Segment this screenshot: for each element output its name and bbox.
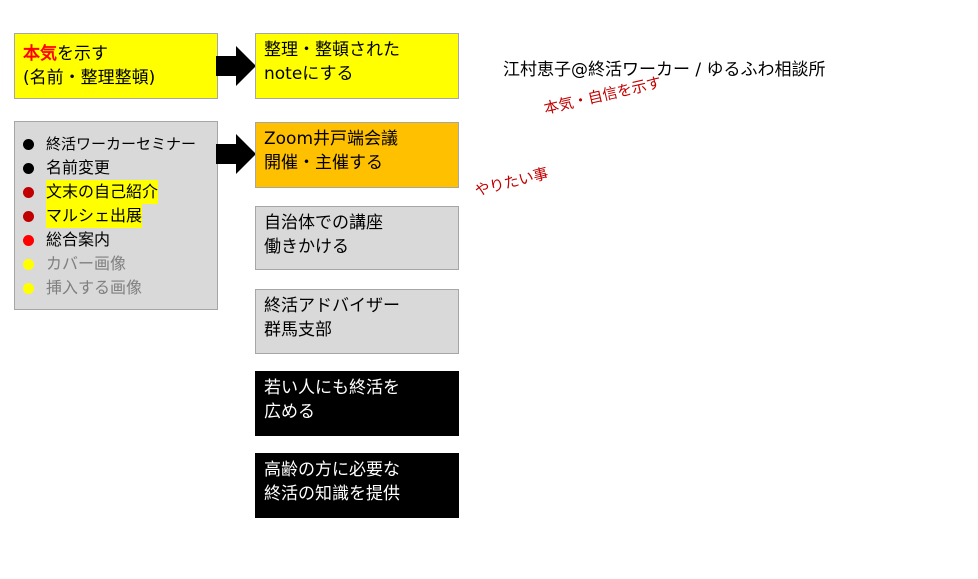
box-line-1: 高齢の方に必要な (264, 460, 400, 480)
goal-box-show-commitment: 本気を示す (名前・整理整頓) (14, 33, 218, 99)
checklist-item-label: 文末の自己紹介 (46, 180, 159, 204)
checklist-item-label: 挿入する画像 (46, 278, 143, 297)
bullet-dot-icon (23, 162, 34, 174)
box-line-1: 整理・整頓された (264, 40, 400, 60)
checklist-item: 総合案内 (23, 228, 209, 252)
box-line-1: 自治体での講座 (264, 213, 383, 233)
checklist-item: 名前変更 (23, 156, 209, 180)
author-title: 江村恵子@終活ワーカー / ゆるふわ相談所 (503, 60, 826, 80)
right-arrow-icon (216, 134, 256, 174)
right-arrow-icon (216, 46, 256, 86)
box-line-2: 群馬支部 (264, 320, 332, 340)
goal-line-1: 本気を示す (23, 42, 209, 66)
checklist-item-label: 総合案内 (46, 230, 111, 249)
box-line-1: 若い人にも終活を (264, 378, 400, 398)
bullet-dot-icon (23, 210, 34, 222)
handwritten-note-want: やりたい事 (472, 164, 551, 200)
goal-box-spread-to-young: 若い人にも終活を 広める (255, 371, 459, 436)
goal-box-elderly-knowledge: 高齢の方に必要な 終活の知識を提供 (255, 453, 459, 518)
checklist-item: 終活ワーカーセミナー (23, 132, 209, 156)
bullet-dot-icon (23, 258, 34, 270)
goal-box-local-lectures: 自治体での講座 働きかける (255, 206, 459, 270)
checklist-item-label: カバー画像 (46, 254, 127, 273)
goal-box-advisor-branch: 終活アドバイザー 群馬支部 (255, 289, 459, 354)
checklist-item: 挿入する画像 (23, 276, 209, 300)
checklist-item-label: マルシェ出展 (46, 204, 143, 228)
box-line-1: Zoom井戸端会議 (264, 129, 399, 149)
checklist-item: マルシェ出展 (23, 204, 209, 228)
box-line-2: 開催・主催する (264, 153, 383, 173)
goal-line-2: (名前・整理整頓) (23, 68, 156, 88)
box-line-2: noteにする (264, 64, 354, 84)
bullet-dot-icon (23, 282, 34, 294)
box-line-2: 働きかける (264, 237, 349, 257)
checklist-item-label: 終活ワーカーセミナー (46, 135, 197, 153)
bullet-dot-icon (23, 186, 34, 198)
checklist-item: カバー画像 (23, 252, 209, 276)
checklist-item: 文末の自己紹介 (23, 180, 209, 204)
bullet-dot-icon (23, 138, 34, 150)
emphasis-text: 本気 (23, 44, 57, 64)
checklist-item-label: 名前変更 (46, 158, 111, 177)
goal-line-1-rest: を示す (57, 44, 108, 64)
task-checklist-box: 終活ワーカーセミナー 名前変更 文末の自己紹介 マルシェ出展 総合案内 カバー画… (14, 121, 218, 310)
box-line-1: 終活アドバイザー (264, 296, 400, 316)
box-line-2: 広める (264, 402, 315, 422)
box-line-2: 終活の知識を提供 (264, 484, 400, 504)
bullet-dot-icon (23, 234, 34, 246)
goal-box-zoom-meeting: Zoom井戸端会議 開催・主催する (255, 122, 459, 188)
goal-box-organized-note: 整理・整頓された noteにする (255, 33, 459, 99)
